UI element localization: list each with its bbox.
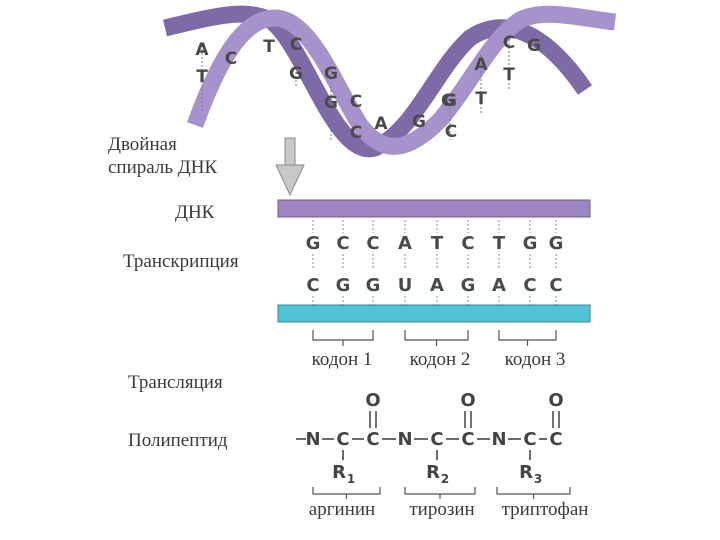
codon-bracket — [312, 330, 374, 346]
base-pair-lines — [312, 220, 557, 305]
peptide-atom: C — [366, 429, 379, 450]
codon-label-3: кодон 3 — [505, 349, 566, 370]
dna-base: T — [431, 233, 444, 254]
side-chain-symbol: R — [426, 462, 440, 483]
codon-label-2: кодон 2 — [410, 349, 471, 370]
helix-base-top: C — [503, 33, 515, 53]
helix-base-top: G — [324, 93, 338, 113]
dna-base: G — [306, 233, 321, 254]
dna-band — [277, 199, 591, 218]
rna-base: C — [306, 275, 319, 296]
codon-brackets — [312, 330, 557, 346]
helix-base-pair-lines — [201, 35, 510, 140]
rna-base: A — [492, 275, 506, 296]
amino-acid-label-3: триптофан — [502, 499, 589, 520]
helix-base-top: A — [195, 40, 209, 60]
down-arrow-icon — [275, 137, 305, 197]
helix-base-top: T — [263, 37, 275, 57]
dna-base: T — [493, 233, 506, 254]
helix-base-top: C — [290, 35, 302, 55]
oxygen-atom: O — [460, 390, 475, 411]
helix-base-top: C — [225, 49, 237, 69]
oxygen-atom: O — [365, 390, 380, 411]
helix-base-bottom: G — [443, 91, 457, 111]
dna-base: G — [549, 233, 564, 254]
side-chain-index: 2 — [441, 472, 449, 486]
dna-base: C — [366, 233, 379, 254]
rna-base: G — [366, 275, 381, 296]
peptide-atom: N — [305, 429, 320, 450]
side-chain-index: 1 — [347, 472, 355, 486]
helix-base-bottom: G — [289, 64, 303, 84]
helix-strand-front — [187, 5, 616, 155]
rna-base: U — [398, 275, 413, 296]
dna-base: A — [398, 233, 412, 254]
polypeptide-label: Полипептид — [128, 430, 228, 451]
helix-base-bottom: G — [324, 64, 338, 84]
amino-acid-bracket — [312, 487, 381, 499]
codon-bracket — [404, 330, 469, 346]
helix-base-top: T — [475, 89, 487, 109]
helix-base-top: G — [441, 91, 455, 111]
amino-acid-brackets — [312, 487, 571, 499]
translation-label: Трансляция — [128, 372, 223, 393]
helix-base-top: A — [374, 114, 388, 134]
helix-label-line2: спираль ДНК — [108, 157, 217, 178]
codon-bracket — [498, 330, 557, 346]
helix-base-top: C — [350, 92, 362, 112]
peptide-atom: C — [461, 429, 474, 450]
peptide-atom: N — [397, 429, 412, 450]
peptide-atom: C — [523, 429, 536, 450]
codon-label-1: кодон 1 — [312, 349, 373, 370]
dna-base: C — [461, 233, 474, 254]
helix-label-line1: Двойная — [108, 134, 177, 155]
rna-base: C — [523, 275, 536, 296]
rna-base: G — [461, 275, 476, 296]
dna-label: ДНК — [175, 202, 215, 223]
helix-base-bottom: G — [412, 112, 426, 132]
helix-base-top: G — [527, 36, 541, 56]
peptide-atom: C — [336, 429, 349, 450]
helix-base-bottom: C — [350, 123, 362, 143]
rna-base: C — [549, 275, 562, 296]
dna-base: G — [523, 233, 538, 254]
side-chain-symbol: R — [519, 462, 533, 483]
amino-acid-bracket — [496, 487, 571, 499]
rna-base: A — [430, 275, 444, 296]
dna-base: C — [336, 233, 349, 254]
helix-base-top: C — [445, 122, 457, 142]
peptide-atom: C — [549, 429, 562, 450]
peptide-atom: C — [430, 429, 443, 450]
side-chain-index: 3 — [534, 472, 542, 486]
peptide-atom: N — [491, 429, 506, 450]
helix-base-top: A — [474, 55, 488, 75]
oxygen-atom: O — [548, 390, 563, 411]
amino-acid-label-2: тирозин — [409, 499, 474, 520]
amino-acid-label-1: аргинин — [309, 499, 375, 520]
helix-base-bottom: T — [196, 67, 208, 87]
helix-base-bottom: T — [503, 65, 515, 85]
transcription-label: Транскрипция — [123, 251, 239, 272]
rna-base: G — [336, 275, 351, 296]
rna-band — [277, 304, 591, 323]
amino-acid-bracket — [404, 487, 476, 499]
side-chain-symbol: R — [332, 462, 346, 483]
